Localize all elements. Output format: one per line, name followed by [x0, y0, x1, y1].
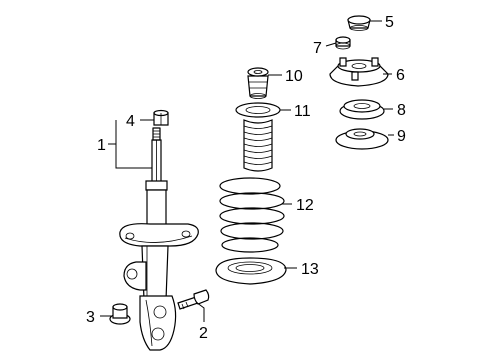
callout-3: 3: [86, 309, 95, 326]
leader-lines: [100, 20, 394, 322]
callout-9: 9: [397, 128, 406, 145]
callout-4: 4: [126, 113, 135, 130]
dust-boot-part: [235, 102, 281, 172]
strut-top-nut-part: [153, 109, 169, 126]
callout-11: 11: [294, 103, 311, 120]
callout-12: 12: [296, 197, 314, 214]
strut-mount-part: [329, 57, 389, 87]
callout-13: 13: [301, 261, 319, 278]
callout-labels: 1 2 3 4 5 6 7 8 9 10 11 12 13: [86, 14, 406, 342]
strut-assembly-part: [119, 127, 199, 351]
bump-stop-part: [247, 67, 269, 99]
knuckle-bolt-part: [177, 289, 210, 310]
coil-spring-part: [219, 177, 285, 253]
flange-nut-part: [109, 303, 131, 325]
dust-cap-part: [347, 15, 371, 31]
callout-2: 2: [199, 325, 208, 342]
callout-6: 6: [396, 67, 405, 84]
lower-insulator-part: [215, 257, 287, 285]
callout-5: 5: [385, 14, 394, 31]
callout-1: 1: [97, 137, 106, 154]
bushing-part: [335, 36, 351, 50]
callout-8: 8: [397, 102, 406, 119]
mount-bearing-part: [339, 99, 385, 120]
upper-spring-seat-part: [335, 128, 389, 150]
callout-10: 10: [285, 68, 303, 85]
callout-7: 7: [313, 40, 322, 57]
